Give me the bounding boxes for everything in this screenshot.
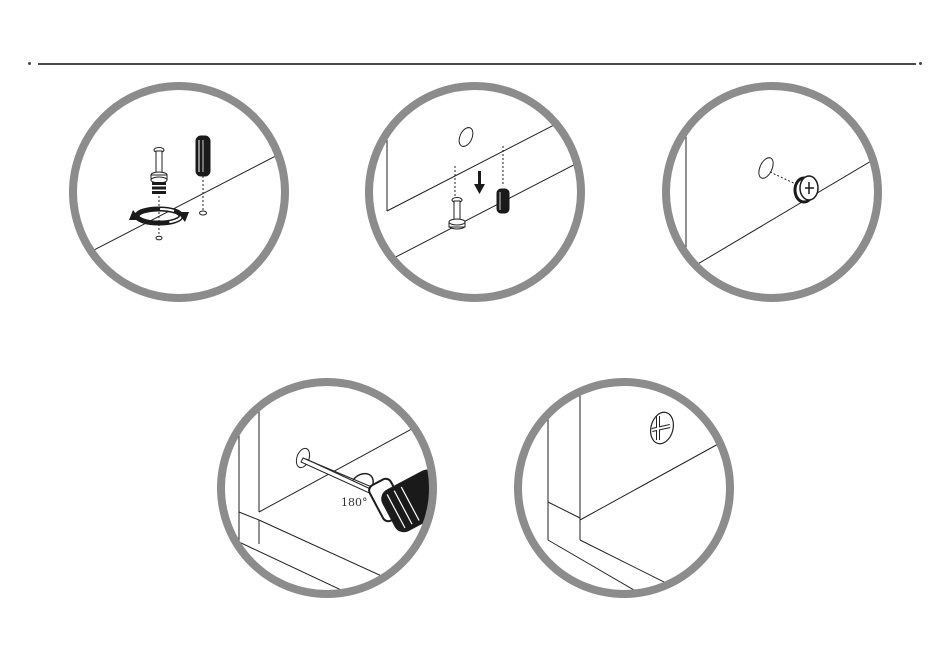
step-1-illustration [63, 76, 295, 308]
dowel-hole [200, 211, 207, 215]
step-1-ring [73, 86, 285, 298]
upper-panel-hole [456, 125, 475, 148]
step-5-illustration [508, 372, 740, 604]
cam-lock-icon [795, 176, 818, 202]
divider-dot-left [28, 62, 31, 65]
step-3-ring [666, 86, 878, 298]
base-corner-top [239, 512, 259, 520]
panel-floor-edge [656, 271, 686, 281]
step-4-illustration: 180° [211, 372, 443, 604]
down-arrow-icon [474, 171, 485, 194]
wooden-dowel-icon [497, 189, 509, 213]
step-5-panel [508, 372, 740, 604]
step-2-panel [359, 76, 591, 308]
wooden-dowel-icon [196, 136, 210, 176]
rotation-label: 180° [341, 496, 368, 509]
step-2-illustration [359, 76, 591, 308]
header-divider [38, 63, 916, 66]
panel-top-edge [387, 106, 591, 211]
step-3-panel [656, 76, 888, 308]
step-1-panel [63, 76, 295, 308]
panel-back-edge [580, 432, 740, 520]
panel-edge-line [63, 146, 295, 266]
screwdriver-icon [301, 458, 443, 535]
base-corner-top [548, 502, 580, 518]
bolt-hole [756, 155, 776, 180]
step-4-panel: 180° [211, 372, 443, 604]
cam-bolt-icon [151, 148, 167, 195]
bolt-hole [156, 236, 162, 240]
divider-dot-right [919, 62, 922, 65]
cam-lock-icon [647, 410, 677, 447]
cam-bolt-icon [449, 198, 465, 230]
step-3-illustration [656, 76, 888, 308]
step-2-ring [369, 86, 581, 298]
